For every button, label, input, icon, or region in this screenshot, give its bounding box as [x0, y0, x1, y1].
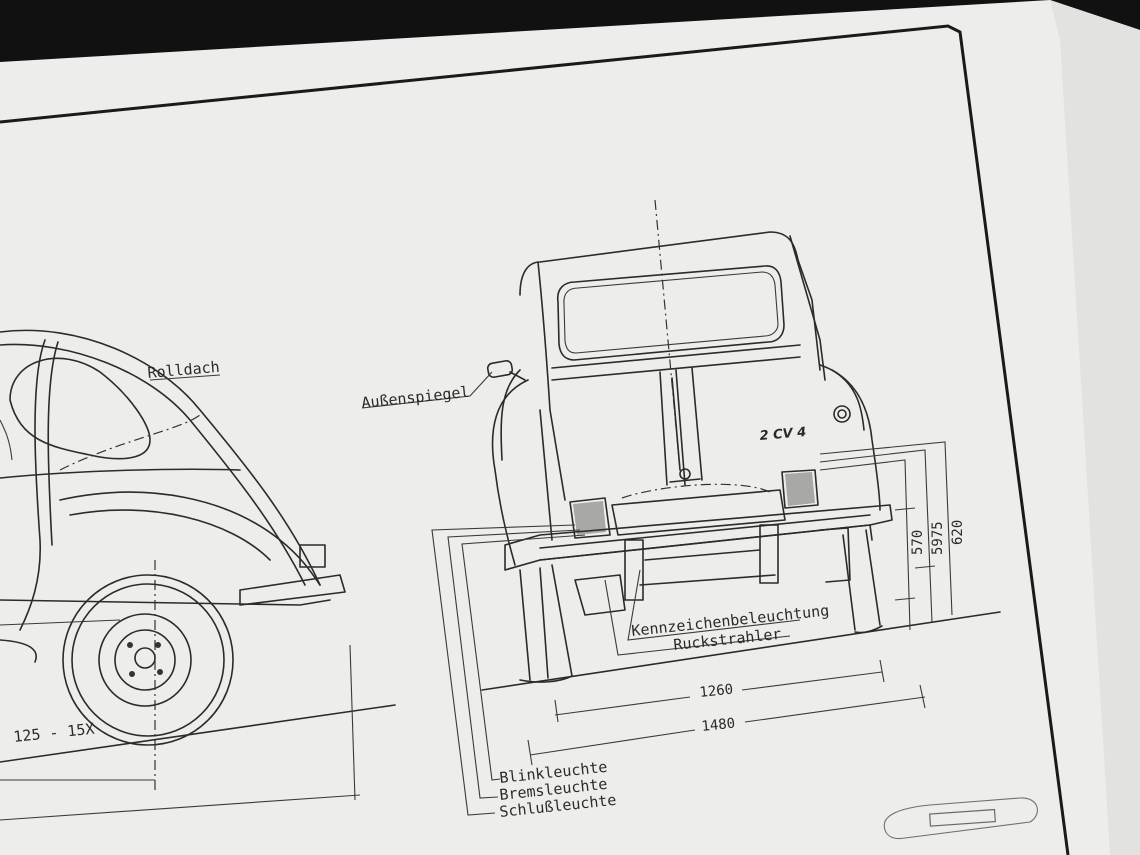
dimension-height-570: 570 — [910, 530, 926, 555]
dimension-width: 1480 — [701, 716, 736, 735]
side-view — [0, 329, 396, 821]
dimension-height-620: 620 — [950, 520, 966, 545]
stamp-mark — [883, 797, 1038, 840]
dimension-height-5975: 5975 — [930, 521, 946, 555]
dimension-track: 1260 — [699, 682, 734, 701]
ground-line — [481, 611, 1001, 691]
label-model-badge: 2 CV 4 — [759, 425, 807, 444]
paper-edge-shadow — [1050, 0, 1140, 855]
frame-border — [0, 24, 1070, 855]
rear-view — [361, 199, 1001, 816]
